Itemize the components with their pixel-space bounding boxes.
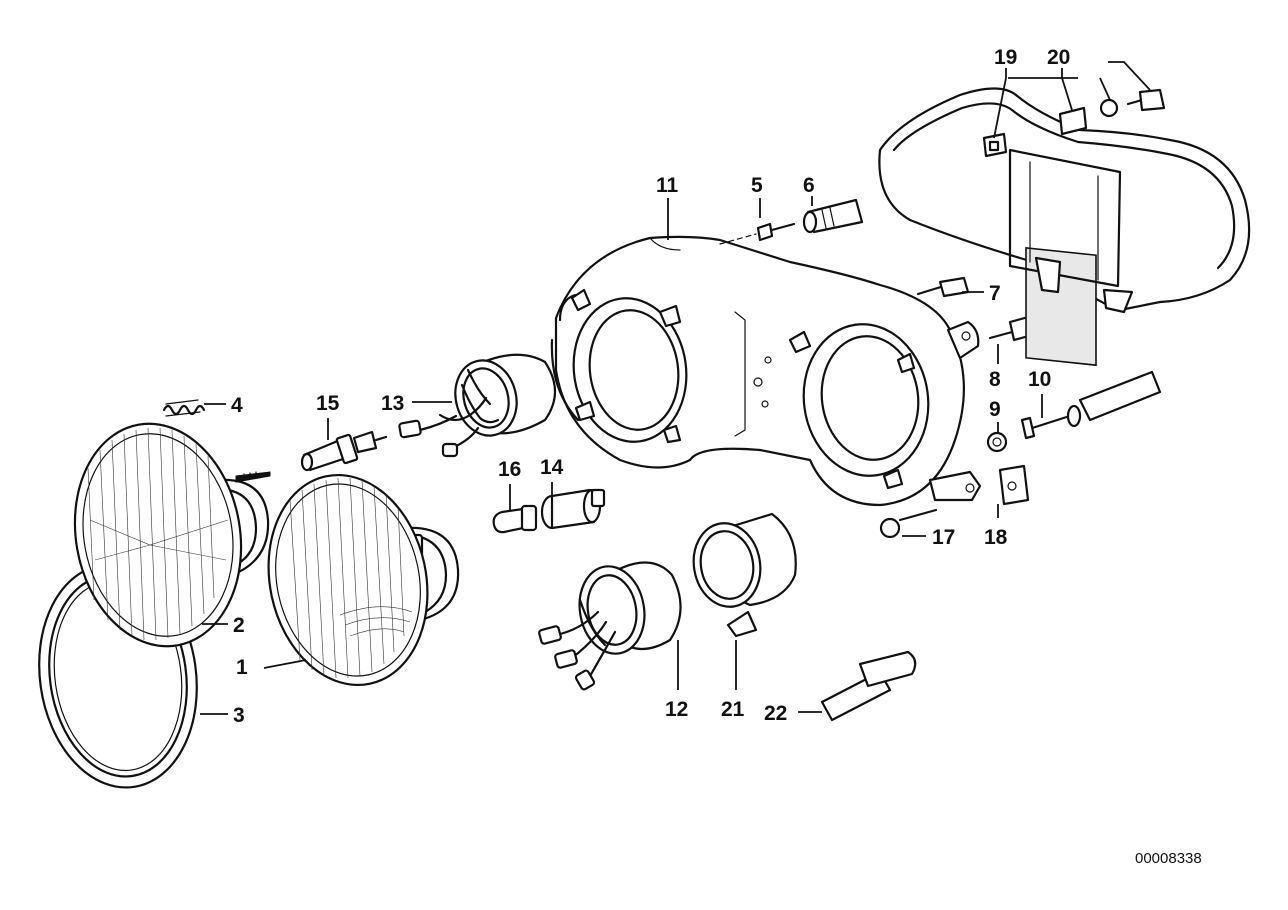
callout-5: 5	[751, 174, 763, 197]
callout-9: 9	[989, 398, 1001, 421]
part-rear-cover	[878, 87, 1251, 367]
part-bulb-h4	[300, 430, 388, 472]
callout-22: 22	[764, 702, 787, 725]
callout-10: 10	[1028, 368, 1051, 391]
part-clip-18	[998, 464, 1030, 506]
callout-18: 18	[984, 526, 1008, 549]
callout-1: 1	[236, 656, 248, 679]
part-headlight-right	[267, 473, 460, 687]
part-connector	[820, 650, 917, 722]
part-adjuster	[802, 198, 864, 234]
callout-3: 3	[233, 704, 245, 727]
part-adjusting-screw	[1020, 370, 1162, 440]
callout-14: 14	[540, 456, 564, 479]
callout-4: 4	[231, 394, 243, 417]
callout-11: 11	[656, 174, 679, 197]
part-spring	[162, 399, 206, 417]
callout-labels: 1 2 3 4 5 6 7 8 9 10 11 12 13 14 15 16 1…	[231, 46, 1070, 727]
part-bulb-socket	[398, 353, 556, 458]
callout-2: 2	[233, 614, 245, 637]
part-screw-17	[879, 508, 938, 539]
callout-7: 7	[989, 282, 1001, 305]
part-cap	[692, 512, 797, 638]
diagram-reference-number: 00008338	[1135, 850, 1202, 867]
part-wiring-socket	[538, 561, 682, 691]
callout-6: 6	[803, 174, 815, 197]
part-screw-5	[719, 222, 796, 245]
callout-12: 12	[665, 698, 688, 721]
callout-19: 19	[994, 46, 1017, 69]
part-parking-bulb	[492, 504, 538, 534]
part-nut-9	[986, 431, 1008, 453]
callout-13: 13	[381, 392, 404, 415]
part-screw-7	[916, 276, 970, 298]
callout-20: 20	[1047, 46, 1070, 69]
part-headlight-housing	[550, 235, 982, 507]
part-headlight-left	[73, 422, 271, 648]
callout-15: 15	[316, 392, 340, 415]
callout-21: 21	[721, 698, 745, 721]
callout-16: 16	[498, 458, 521, 481]
part-bulb-holder	[540, 488, 606, 530]
callout-8: 8	[989, 368, 1001, 391]
callout-17: 17	[932, 526, 955, 549]
leader-lines	[200, 61, 1151, 715]
